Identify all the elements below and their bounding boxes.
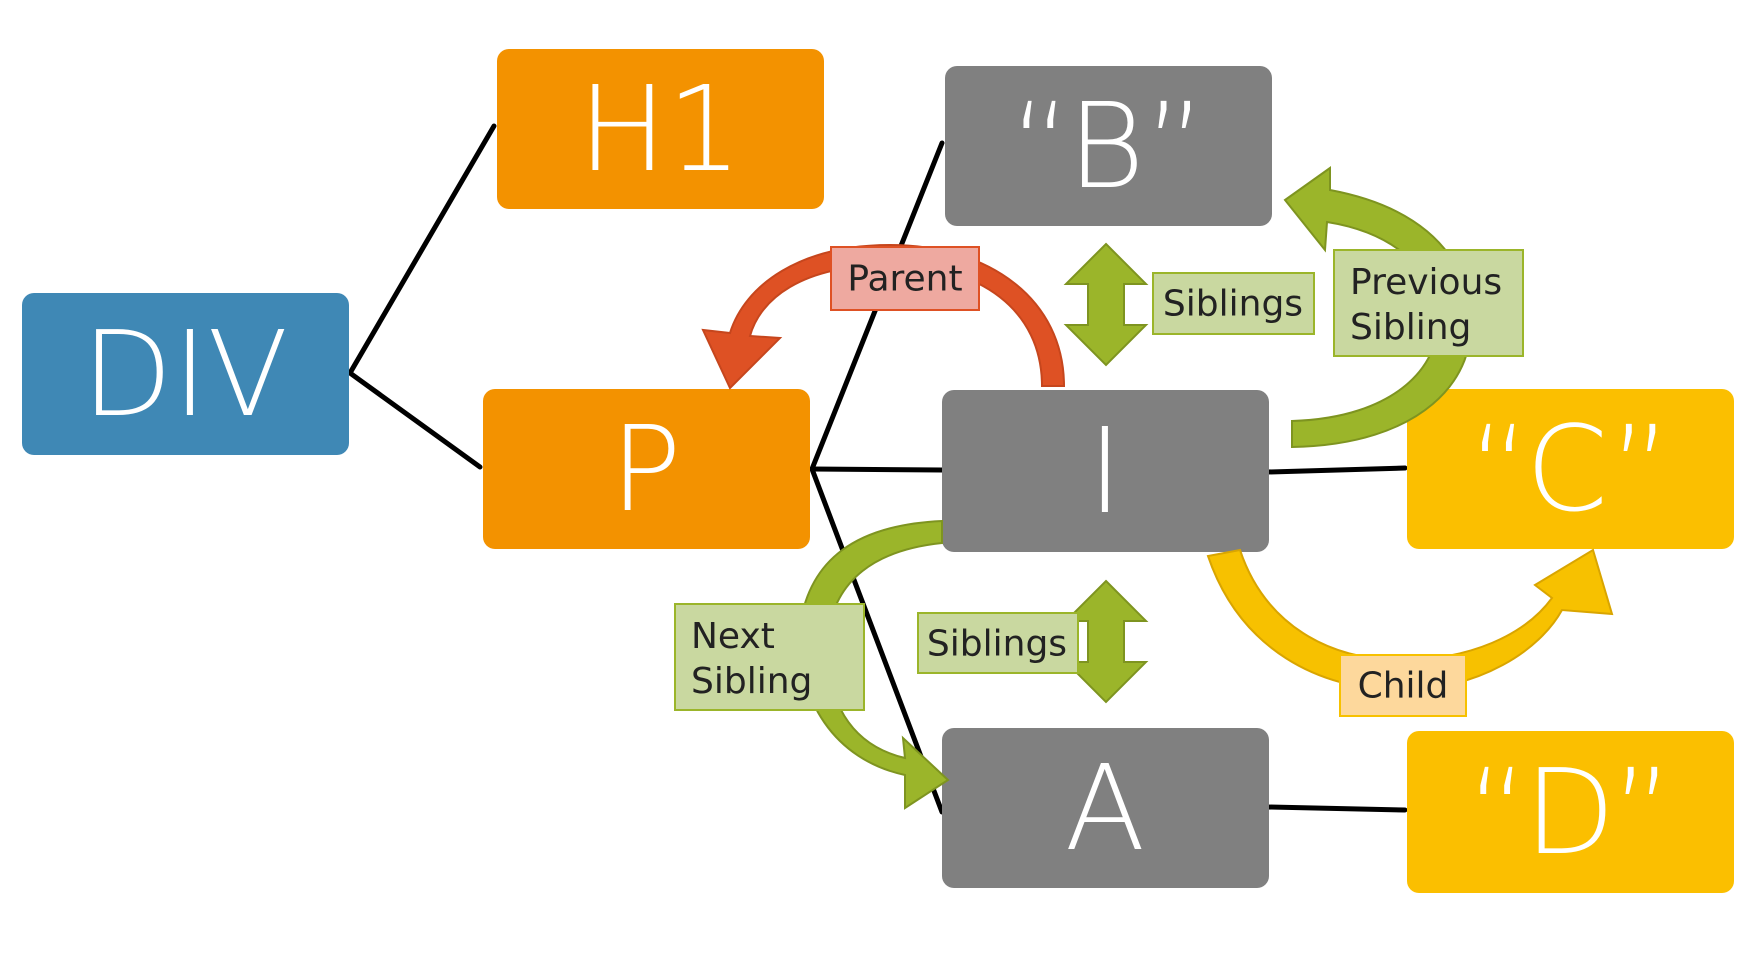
child-arrow-shape xyxy=(1206,548,1614,692)
node-d-label: “D” xyxy=(1467,743,1673,881)
siblings-arrow-top xyxy=(1063,242,1149,367)
node-i-box xyxy=(942,390,1269,552)
parent-label-text: Parent xyxy=(847,259,962,300)
previous-sibling-arrow-shape xyxy=(1283,166,1473,449)
node-a-box xyxy=(942,728,1269,888)
child-label-box xyxy=(1339,654,1467,717)
siblings-arrow-bottom xyxy=(1063,579,1149,704)
node-c-box xyxy=(1407,389,1734,549)
node-a-label: A xyxy=(1065,739,1146,877)
previous-sibling-label: Previous Sibling xyxy=(1333,249,1524,357)
connector-i-c xyxy=(1265,465,1408,475)
siblings-arrow-top-shape xyxy=(1063,242,1149,367)
node-div-label: DIV xyxy=(82,305,288,443)
connector-a-d xyxy=(1265,804,1408,813)
next-sibling-arrow xyxy=(798,519,950,810)
previous-sibling-label-box xyxy=(1333,249,1524,357)
siblings-arrow-bottom-shape xyxy=(1063,579,1149,704)
connector-div-h1 xyxy=(347,123,497,376)
connector-div-p xyxy=(347,370,483,470)
parent-label-box xyxy=(830,246,980,311)
node-d: “D” xyxy=(1407,731,1734,893)
next-sibling-label-line1: Next xyxy=(691,616,775,657)
node-i: I xyxy=(942,390,1269,552)
node-h1-box xyxy=(497,49,824,209)
node-b-box xyxy=(945,66,1272,226)
node-p: P xyxy=(483,389,810,549)
node-i-label: I xyxy=(1088,402,1123,540)
child-label: Child xyxy=(1339,654,1467,717)
siblings-label-top-box xyxy=(1152,272,1315,335)
node-div-box xyxy=(22,293,349,455)
node-h1-label: H1 xyxy=(578,60,742,198)
connector-p-i xyxy=(809,466,945,473)
child-arrow xyxy=(1206,548,1614,692)
siblings-label-top: Siblings xyxy=(1152,272,1315,335)
next-sibling-label: Next Sibling xyxy=(674,603,865,711)
node-b-label: “B” xyxy=(1010,77,1206,215)
parent-label: Parent xyxy=(830,246,980,311)
next-sibling-arrow-shape xyxy=(798,519,950,810)
node-p-label: P xyxy=(610,400,681,538)
siblings-label-top-text: Siblings xyxy=(1163,284,1303,325)
node-p-box xyxy=(483,389,810,549)
node-c-label: “C” xyxy=(1469,400,1672,538)
previous-sibling-label-line2: Sibling xyxy=(1350,307,1471,348)
siblings-label-bottom-box xyxy=(917,612,1079,674)
node-b: “B” xyxy=(945,66,1272,226)
node-a: A xyxy=(942,728,1269,888)
next-sibling-label-line2: Sibling xyxy=(691,661,812,702)
next-sibling-label-box xyxy=(674,603,865,711)
previous-sibling-label-line1: Previous xyxy=(1350,262,1502,303)
siblings-label-bottom: Siblings xyxy=(917,612,1079,674)
child-label-text: Child xyxy=(1358,666,1449,707)
node-c: “C” xyxy=(1407,389,1734,549)
previous-sibling-arrow xyxy=(1283,166,1473,449)
siblings-label-bottom-text: Siblings xyxy=(927,624,1067,665)
node-div: DIV xyxy=(22,293,349,455)
node-h1: H1 xyxy=(497,49,824,209)
node-d-box xyxy=(1407,731,1734,893)
